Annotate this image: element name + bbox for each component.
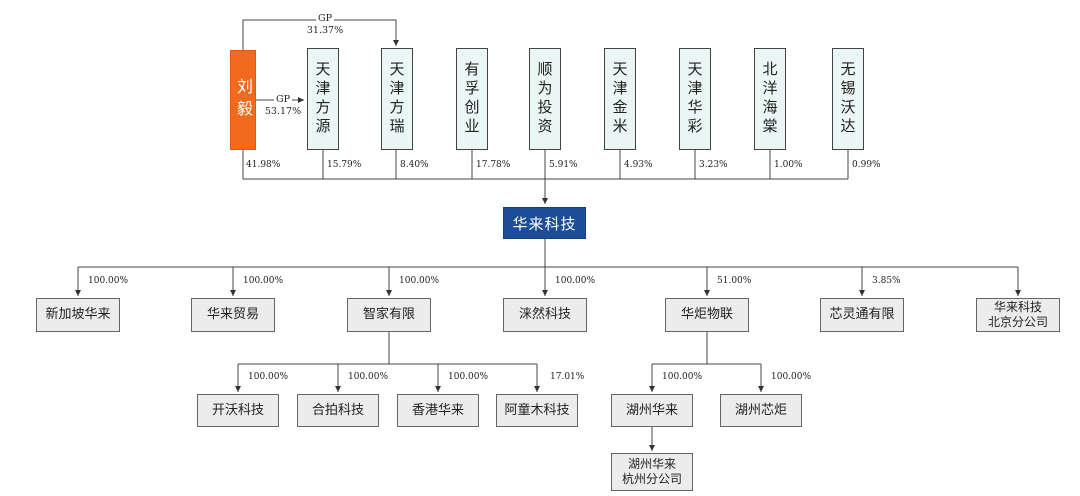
subsidiary-box: 湖州芯炬	[720, 394, 802, 427]
person-liu-yi: 刘毅	[230, 50, 256, 150]
stake-pct: 15.79%	[327, 160, 362, 170]
subsidiary-box: 香港华来	[397, 394, 479, 427]
subsidiary-box: 华来贸易	[191, 298, 275, 332]
stake-pct: 3.85%	[872, 276, 901, 286]
subsidiary-box: 芯灵通有限	[820, 298, 904, 332]
stake-pct: 100.00%	[662, 372, 703, 382]
shareholder-box: 天津金米	[604, 48, 636, 150]
gp-label-fangyuan: GP 53.17%	[264, 94, 302, 117]
stake-pct: 17.01%	[550, 372, 585, 382]
subsidiary-box: 涞然科技	[503, 298, 587, 332]
stake-pct: 51.00%	[717, 276, 752, 286]
branch-box: 湖州华来 杭州分公司	[611, 453, 693, 491]
stake-pct: 100.00%	[399, 276, 440, 286]
stake-pct: 100.00%	[88, 276, 129, 286]
shareholder-box: 天津方瑞	[381, 48, 413, 150]
subsidiary-box: 开沃科技	[197, 394, 279, 427]
stake-pct: 100.00%	[555, 276, 596, 286]
person-name: 刘毅	[234, 78, 253, 122]
shareholder-box: 天津华彩	[679, 48, 711, 150]
stake-pct: 4.93%	[624, 160, 653, 170]
subsidiary-box: 合拍科技	[297, 394, 379, 427]
gp-label-fangrui: GP 31.37%	[306, 13, 344, 36]
stake-pct: 100.00%	[771, 372, 812, 382]
stake-pct: 1.00%	[774, 160, 803, 170]
shareholder-box: 天津方源	[307, 48, 339, 150]
stake-pct: 3.23%	[699, 160, 728, 170]
shareholder-box: 顺为投资	[529, 48, 561, 150]
stake-pct: 17.78%	[476, 160, 511, 170]
stake-pct: 41.98%	[246, 160, 281, 170]
shareholder-box: 无锡沃达	[832, 48, 864, 150]
subsidiary-box: 阿童木科技	[496, 394, 578, 427]
shareholder-box: 有孚创业	[456, 48, 488, 150]
branch-box: 华来科技 北京分公司	[976, 298, 1060, 332]
subsidiary-box: 湖州华来	[611, 394, 693, 427]
subsidiary-box: 华炬物联	[665, 298, 749, 332]
stake-pct: 100.00%	[243, 276, 284, 286]
stake-pct: 100.00%	[248, 372, 289, 382]
stake-pct: 100.00%	[448, 372, 489, 382]
stake-pct: 0.99%	[852, 160, 881, 170]
shareholder-box: 北洋海棠	[754, 48, 786, 150]
subsidiary-box: 智家有限	[347, 298, 431, 332]
stake-pct: 5.91%	[549, 160, 578, 170]
subsidiary-box: 新加坡华来	[36, 298, 120, 332]
stake-pct: 8.40%	[400, 160, 429, 170]
stake-pct: 100.00%	[348, 372, 389, 382]
company-box: 华来科技	[503, 207, 586, 239]
